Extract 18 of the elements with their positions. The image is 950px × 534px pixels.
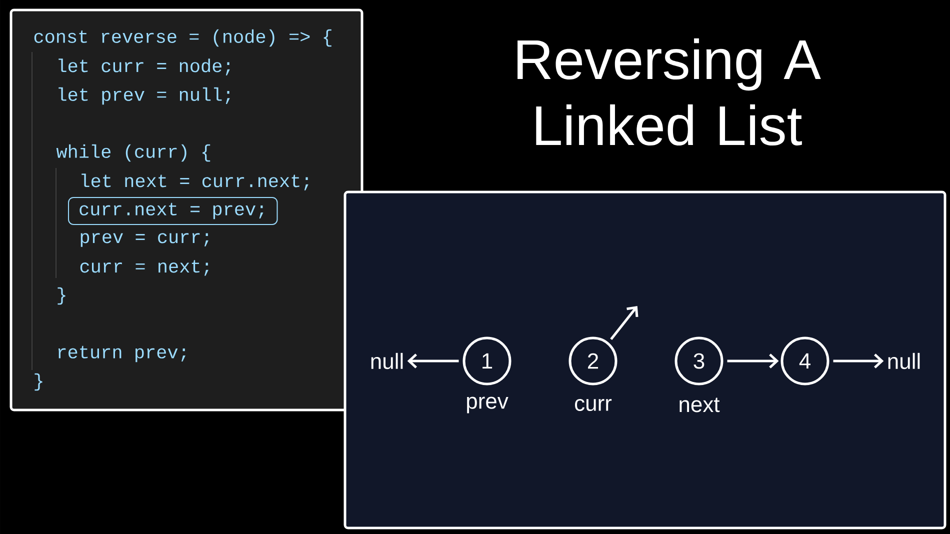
code-line: let curr = node; bbox=[58, 58, 230, 76]
code-line: while (curr) { bbox=[56, 144, 210, 162]
code-line: return prev; bbox=[58, 346, 186, 362]
arrow bbox=[610, 306, 638, 340]
arrow bbox=[407, 354, 459, 368]
code-line: let prev = null; bbox=[58, 87, 230, 105]
code-line: const reverse = (node) => { bbox=[34, 29, 332, 47]
arrow bbox=[727, 354, 779, 368]
arrow bbox=[833, 354, 884, 368]
null-text: null bbox=[371, 352, 403, 370]
null-text: null bbox=[888, 352, 920, 370]
title: Reversing A Linked List bbox=[518, 38, 821, 146]
pointer-label: prev bbox=[467, 396, 508, 414]
code-line: } bbox=[34, 373, 42, 391]
pointer-label: curr bbox=[575, 398, 612, 412]
code-line: curr = next; bbox=[80, 260, 208, 276]
code-line: } bbox=[58, 287, 66, 305]
pointer-label: next bbox=[680, 398, 720, 412]
